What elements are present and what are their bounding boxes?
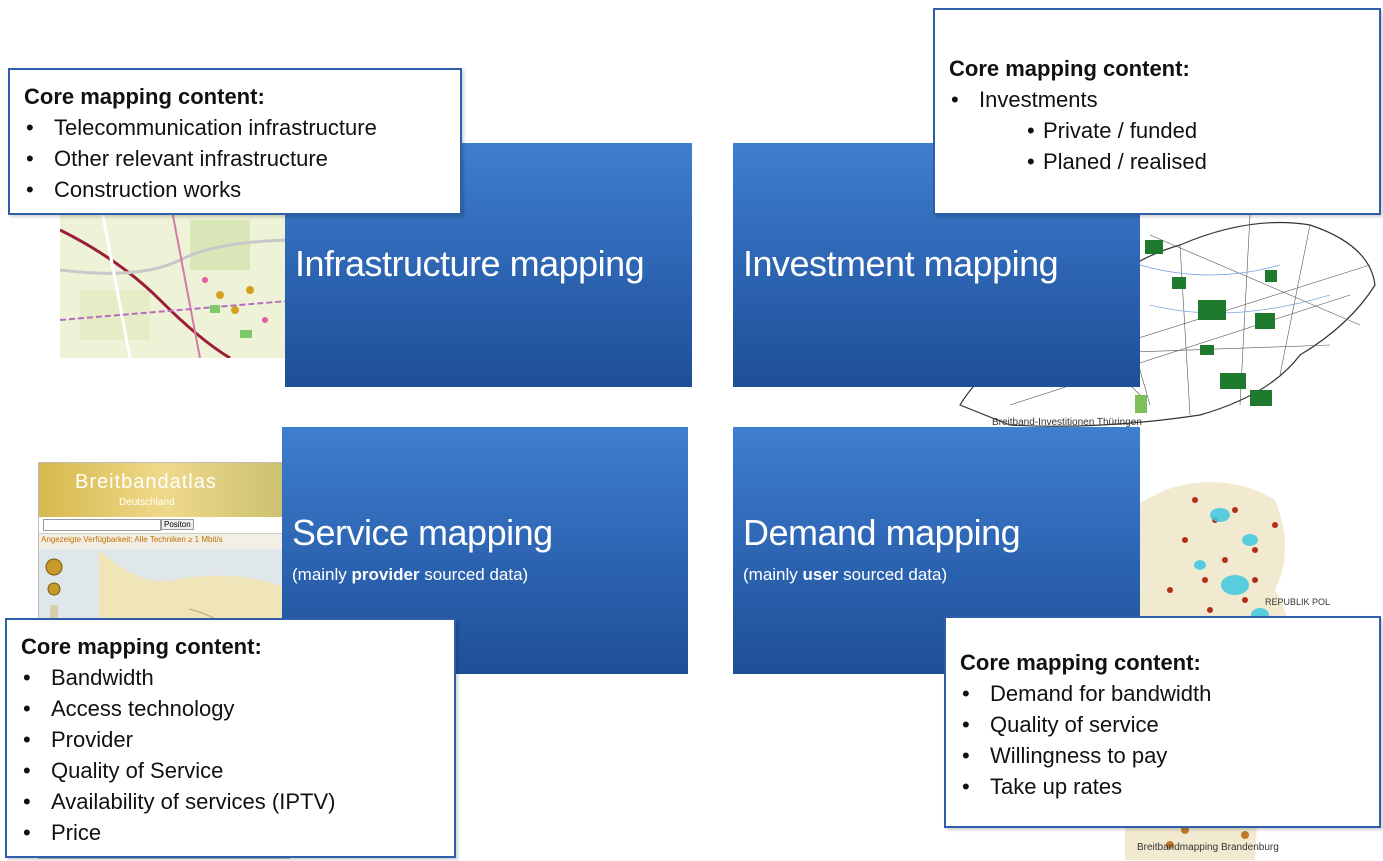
list-item: Demand for bandwidth xyxy=(960,678,1365,709)
infrastructure-core-content-box: Core mapping content: Telecommunication … xyxy=(8,68,462,215)
infrastructure-core-heading: Core mapping content: xyxy=(24,84,265,109)
infrastructure-map-drawing xyxy=(60,200,300,358)
demand-core-heading: Core mapping content: xyxy=(960,650,1201,675)
list-item: Willingness to pay xyxy=(960,740,1365,771)
demand-mapping-title: Demand mapping xyxy=(743,512,1021,553)
service-subtitle-pre: (mainly xyxy=(292,565,352,584)
atlas-banner: Breitbandatlas Deutschland xyxy=(39,463,289,517)
infrastructure-map-image xyxy=(60,200,300,358)
infrastructure-mapping-title: Infrastructure mapping xyxy=(295,243,645,284)
service-subtitle-bold: provider xyxy=(351,565,420,584)
list-item: Provider xyxy=(21,724,440,755)
list-item: Bandwidth xyxy=(21,662,440,693)
service-core-heading: Core mapping content: xyxy=(21,634,262,659)
list-item: Take up rates xyxy=(960,771,1365,802)
list-item: Availability of services (IPTV) xyxy=(21,786,440,817)
list-item: Construction works xyxy=(24,174,446,205)
infrastructure-core-list: Telecommunication infrastructure Other r… xyxy=(24,112,446,205)
atlas-search-input[interactable] xyxy=(43,519,161,531)
demand-subtitle-bold: user xyxy=(802,565,839,584)
atlas-availability-line: Angezeigte Verfügbarkeit: Alle Techniken… xyxy=(41,535,223,544)
investment-mapping-title: Investment mapping xyxy=(743,243,1059,284)
list-subitem: Planed / realised xyxy=(949,146,1365,177)
service-subtitle-post: sourced data) xyxy=(419,565,529,584)
list-item: Quality of service xyxy=(960,709,1365,740)
investment-core-list: Investments Private / funded Planed / re… xyxy=(949,84,1365,177)
investment-core-content-box: Core mapping content: Investments Privat… xyxy=(933,8,1381,215)
list-item: Access technology xyxy=(21,693,440,724)
investment-map-caption: Breitband-Investitionen Thüringen xyxy=(992,417,1142,428)
list-subitem: Private / funded xyxy=(949,115,1365,146)
service-mapping-title: Service mapping xyxy=(292,512,553,553)
atlas-subtitle: Deutschland xyxy=(119,497,175,508)
list-item: Investments xyxy=(949,84,1365,115)
demand-core-list: Demand for bandwidth Quality of service … xyxy=(960,678,1365,802)
list-item: Price xyxy=(21,817,440,848)
list-item: Other relevant infrastructure xyxy=(24,143,446,174)
demand-core-content-box: Core mapping content: Demand for bandwid… xyxy=(944,616,1381,828)
atlas-toolbar: Positon xyxy=(39,517,289,534)
service-core-list: Bandwidth Access technology Provider Qua… xyxy=(21,662,440,848)
demand-map-caption: Breitbandmapping Brandenburg xyxy=(1137,842,1279,853)
atlas-position-button[interactable]: Positon xyxy=(161,519,194,530)
demand-subtitle-pre: (mainly xyxy=(743,565,803,584)
demand-mapping-subtitle: (mainly user sourced data) xyxy=(743,565,947,585)
service-core-content-box: Core mapping content: Bandwidth Access t… xyxy=(5,618,456,858)
list-item: Quality of Service xyxy=(21,755,440,786)
list-item: Telecommunication infrastructure xyxy=(24,112,446,143)
atlas-title: Breitbandatlas xyxy=(75,471,217,493)
demand-map-side-label: REPUBLIK POL xyxy=(1265,597,1331,607)
investment-core-heading: Core mapping content: xyxy=(949,56,1190,81)
service-mapping-subtitle: (mainly provider sourced data) xyxy=(292,565,528,585)
demand-subtitle-post: sourced data) xyxy=(838,565,948,584)
